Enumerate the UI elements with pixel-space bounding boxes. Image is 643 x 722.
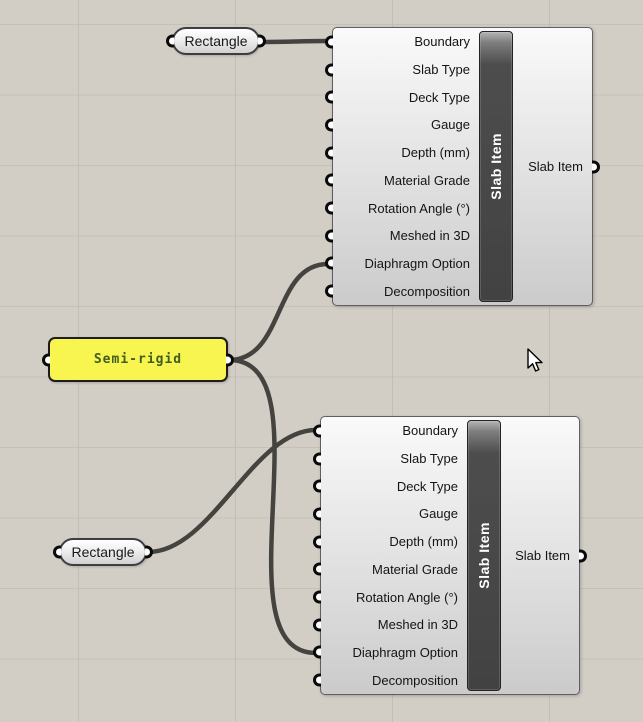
input-port[interactable] bbox=[313, 618, 321, 632]
slab-input-label: Slab Type bbox=[412, 62, 470, 78]
slab-input-label: Depth (mm) bbox=[389, 534, 458, 550]
slab-input-label: Decomposition bbox=[384, 283, 470, 299]
slab-input-label: Boundary bbox=[414, 34, 470, 50]
input-port[interactable] bbox=[313, 645, 321, 659]
output-port[interactable] bbox=[592, 160, 600, 173]
slab-title-bar[interactable]: Slab Item bbox=[479, 31, 513, 302]
slab-input-row: Diaphragm Option bbox=[325, 250, 479, 278]
wire-panel-to-bottom-diaphragm bbox=[226, 357, 319, 656]
input-port[interactable] bbox=[42, 353, 50, 366]
slab-input-label: Decomposition bbox=[372, 672, 458, 688]
slab-input-label: Meshed in 3D bbox=[389, 228, 470, 244]
input-port[interactable] bbox=[313, 673, 321, 687]
mouse-cursor-icon bbox=[527, 348, 543, 372]
slab-input-label: Diaphragm Option bbox=[352, 644, 459, 660]
slab-input-row: Meshed in 3D bbox=[313, 611, 467, 639]
slab-input-label: Deck Type bbox=[408, 89, 470, 105]
slab-input-label: Rotation Angle (°) bbox=[367, 200, 470, 216]
slab-input-label: Depth (mm) bbox=[401, 145, 470, 161]
input-port[interactable] bbox=[313, 424, 321, 438]
input-port[interactable] bbox=[313, 535, 321, 549]
slab-title: Slab Item bbox=[488, 133, 504, 200]
input-port[interactable] bbox=[313, 479, 321, 493]
output-port[interactable] bbox=[145, 545, 153, 559]
slab-title-bar[interactable]: Slab Item bbox=[467, 420, 501, 691]
slab-input-label: Material Grade bbox=[384, 172, 470, 188]
slab-input-row: Deck Type bbox=[313, 472, 467, 500]
input-port[interactable] bbox=[313, 452, 321, 466]
input-port[interactable] bbox=[166, 34, 174, 48]
slab-input-label: Meshed in 3D bbox=[377, 617, 458, 633]
input-port[interactable] bbox=[313, 507, 321, 521]
input-port[interactable] bbox=[325, 201, 333, 215]
slab-input-row: Material Grade bbox=[325, 167, 479, 195]
slab-input-row: Deck Type bbox=[325, 83, 479, 111]
output-port[interactable] bbox=[258, 34, 266, 48]
slab-input-row: Rotation Angle (°) bbox=[325, 194, 479, 222]
slab-input-row: Slab Type bbox=[313, 445, 467, 473]
slab-input-row: Material Grade bbox=[313, 556, 467, 584]
wire-rectangle-top-to-boundary bbox=[257, 38, 332, 45]
slab-output-label: Slab Item bbox=[515, 548, 570, 563]
wire-rectangle-bottom-to-boundary bbox=[145, 427, 319, 555]
input-port[interactable] bbox=[325, 256, 333, 270]
input-port[interactable] bbox=[325, 229, 333, 243]
component-rectangle-bottom[interactable]: Rectangle bbox=[53, 538, 153, 566]
slab-input-row: Depth (mm) bbox=[325, 139, 479, 167]
slab-input-row: Boundary bbox=[325, 28, 479, 56]
input-port[interactable] bbox=[53, 545, 61, 559]
slab-input-label: Gauge bbox=[430, 117, 470, 133]
component-label: Rectangle bbox=[71, 544, 135, 560]
input-port[interactable] bbox=[325, 35, 333, 49]
panel-text: Semi-rigid bbox=[93, 352, 183, 367]
slab-input-label: Deck Type bbox=[396, 478, 458, 494]
slab-input-label: Boundary bbox=[402, 423, 458, 439]
slab-input-row: Depth (mm) bbox=[313, 528, 467, 556]
slab-input-row: Rotation Angle (°) bbox=[313, 583, 467, 611]
slab-input-row: Diaphragm Option bbox=[313, 639, 467, 667]
wire-panel-to-top-diaphragm bbox=[226, 261, 331, 363]
slab-input-row: Gauge bbox=[325, 111, 479, 139]
slab-input-row: Decomposition bbox=[313, 666, 467, 694]
component-label: Rectangle bbox=[184, 33, 248, 49]
slab-input-label: Gauge bbox=[418, 506, 458, 522]
input-port[interactable] bbox=[325, 173, 333, 187]
slab-input-label: Diaphragm Option bbox=[364, 255, 471, 271]
input-port[interactable] bbox=[325, 63, 333, 77]
slab-title: Slab Item bbox=[476, 522, 492, 589]
component-rectangle-top[interactable]: Rectangle bbox=[166, 27, 266, 55]
slab-input-row: Decomposition bbox=[325, 277, 479, 305]
slab-input-row: Slab Type bbox=[325, 56, 479, 84]
component-panel-semi-rigid[interactable]: Semi-rigid bbox=[42, 337, 234, 382]
output-port[interactable] bbox=[579, 549, 587, 562]
input-port[interactable] bbox=[313, 562, 321, 576]
output-port[interactable] bbox=[226, 353, 234, 366]
slab-input-row: Boundary bbox=[313, 417, 467, 445]
slab-input-label: Slab Type bbox=[400, 451, 458, 467]
slab-output: Slab Item bbox=[528, 28, 583, 305]
slab-input-label: Rotation Angle (°) bbox=[355, 589, 458, 605]
input-port[interactable] bbox=[325, 284, 333, 298]
input-port[interactable] bbox=[313, 590, 321, 604]
input-port[interactable] bbox=[325, 146, 333, 160]
slab-input-row: Meshed in 3D bbox=[325, 222, 479, 250]
slab-output: Slab Item bbox=[515, 417, 570, 694]
input-port[interactable] bbox=[325, 118, 333, 132]
slab-input-label: Material Grade bbox=[372, 561, 458, 577]
input-port[interactable] bbox=[325, 90, 333, 104]
slab-input-row: Gauge bbox=[313, 500, 467, 528]
slab-output-label: Slab Item bbox=[528, 159, 583, 174]
